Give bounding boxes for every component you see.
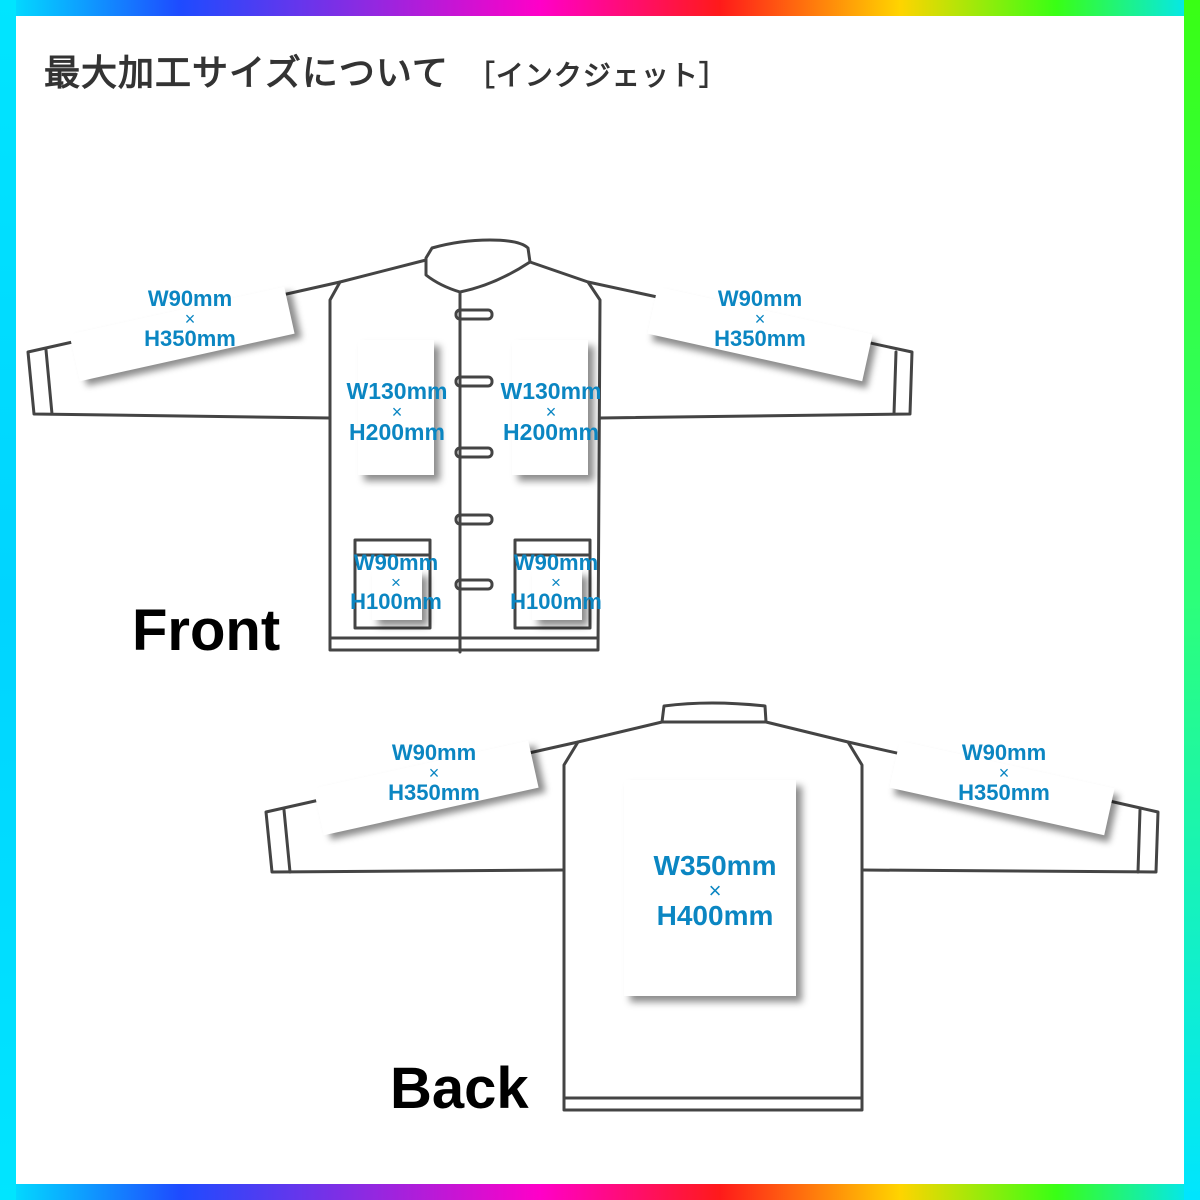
front-jacket-outline bbox=[26, 238, 914, 654]
back-body bbox=[562, 720, 864, 1112]
back-left-sleeve-label: W90mm × H350mm bbox=[388, 740, 480, 805]
front-body bbox=[328, 258, 602, 652]
frog-buttons bbox=[454, 308, 494, 591]
rainbow-frame-left bbox=[0, 0, 16, 1200]
title-sub: ［インクジェット］ bbox=[466, 59, 728, 92]
front-right-chest-area bbox=[512, 340, 588, 475]
front-left-pocket-label: W90mm × H100mm bbox=[350, 550, 442, 614]
front-left-chest-area bbox=[358, 340, 434, 475]
back-right-sleeve-label: W90mm × H350mm bbox=[958, 740, 1050, 805]
back-center-area bbox=[624, 780, 796, 996]
front-left-chest-label: W130mm × H200mm bbox=[346, 378, 448, 445]
rainbow-frame-right bbox=[1184, 0, 1200, 1200]
front-left-pocket-area bbox=[372, 570, 422, 620]
rainbow-frame-bottom bbox=[0, 1184, 1200, 1200]
front-right-chest-label: W130mm × H200mm bbox=[500, 378, 602, 445]
front-right-pocket-label: W90mm × H100mm bbox=[510, 550, 602, 614]
page-title: 最大加工サイズについて ［インクジェット］ bbox=[44, 44, 728, 96]
front-collar bbox=[424, 238, 532, 294]
back-center-label: W350mm × H400mm bbox=[653, 850, 777, 931]
back-view-label: Back bbox=[390, 1056, 529, 1121]
title-main: 最大加工サイズについて bbox=[44, 53, 449, 94]
front-view-label: Front bbox=[132, 598, 281, 663]
front-right-pocket bbox=[513, 538, 592, 630]
front-right-sleeve-label: W90mm × H350mm bbox=[714, 286, 806, 351]
front-left-sleeve-label: W90mm × H350mm bbox=[144, 286, 236, 351]
rainbow-frame-top bbox=[0, 0, 1200, 16]
front-left-pocket bbox=[353, 538, 432, 630]
front-right-pocket-area bbox=[532, 570, 582, 620]
back-collar bbox=[660, 701, 768, 724]
